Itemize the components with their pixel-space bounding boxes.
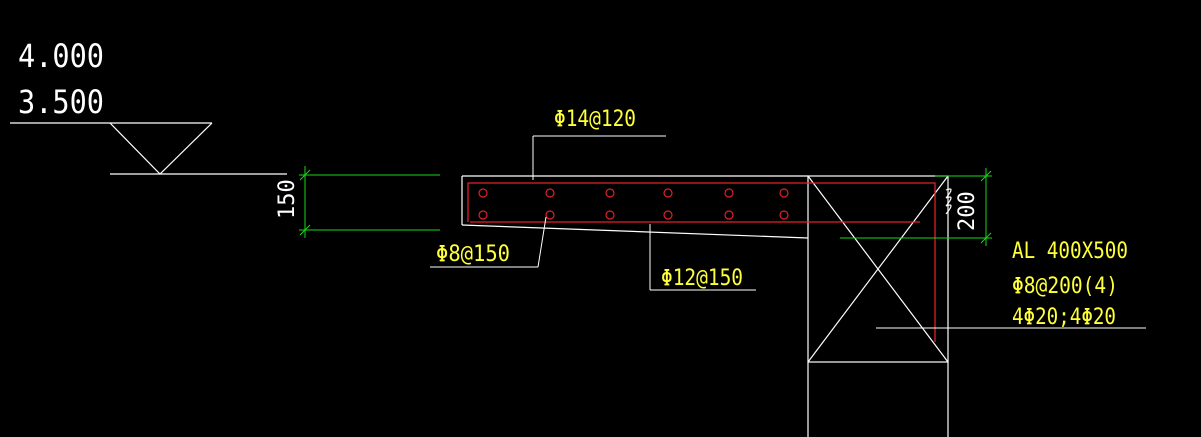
dimension-tick-bottom (980, 232, 992, 244)
break-symbol (945, 188, 952, 215)
rebar-dot (779, 210, 789, 220)
distribution-bar-label: Φ12@150 (661, 266, 743, 291)
slab-thickness-dimension (299, 166, 440, 238)
rebar-dot (663, 188, 673, 198)
dimension-tick-top (980, 170, 992, 182)
beam-name-label: AL 400X500 (1012, 239, 1128, 264)
elevation-top-text: 4.000 (18, 37, 104, 75)
beam-stirrup-label: Φ8@200(4) (1012, 274, 1118, 299)
rebar-dot (478, 188, 488, 198)
top-rebar (467, 182, 936, 342)
rebar-dot (545, 210, 555, 220)
leader-top-bar (532, 135, 666, 180)
dimension-tick-bottom (299, 224, 311, 236)
leader-line (537, 216, 547, 268)
leader-distribution (649, 224, 756, 291)
bottom-left-bar-label: Φ8@150 (436, 242, 510, 267)
beam-diagonal-2 (807, 175, 949, 363)
rebar-dot (779, 188, 789, 198)
rebar-dot (605, 188, 615, 198)
slab-thickness-text: 150 (275, 179, 300, 219)
rebar-dot (478, 210, 488, 220)
rebar-dot (545, 188, 555, 198)
rebar-dot (724, 188, 734, 198)
rebar (467, 182, 936, 342)
dimension-tick-top (299, 169, 311, 181)
beam-edge-dimension-text: 200 (955, 191, 980, 231)
beam-section (807, 175, 949, 437)
rebar-dot (724, 210, 734, 220)
elevation-bottom-text: 3.500 (18, 83, 104, 121)
slab-outline (461, 175, 809, 239)
beam-edge-dimension (840, 168, 992, 246)
rebar-dot (663, 210, 673, 220)
leader-bottom-left (430, 216, 547, 268)
rebar-dot (605, 210, 615, 220)
top-bar-label: Φ14@120 (554, 107, 636, 132)
elevation-marker: 4.000 3.500 (10, 37, 287, 175)
slab-bottom-edge (461, 224, 809, 239)
elevation-triangle (109, 122, 213, 175)
beam-box (807, 175, 949, 363)
beam-longitudinal-label: 4Φ20;4Φ20 (1012, 305, 1116, 330)
rebar-dots (478, 188, 789, 220)
